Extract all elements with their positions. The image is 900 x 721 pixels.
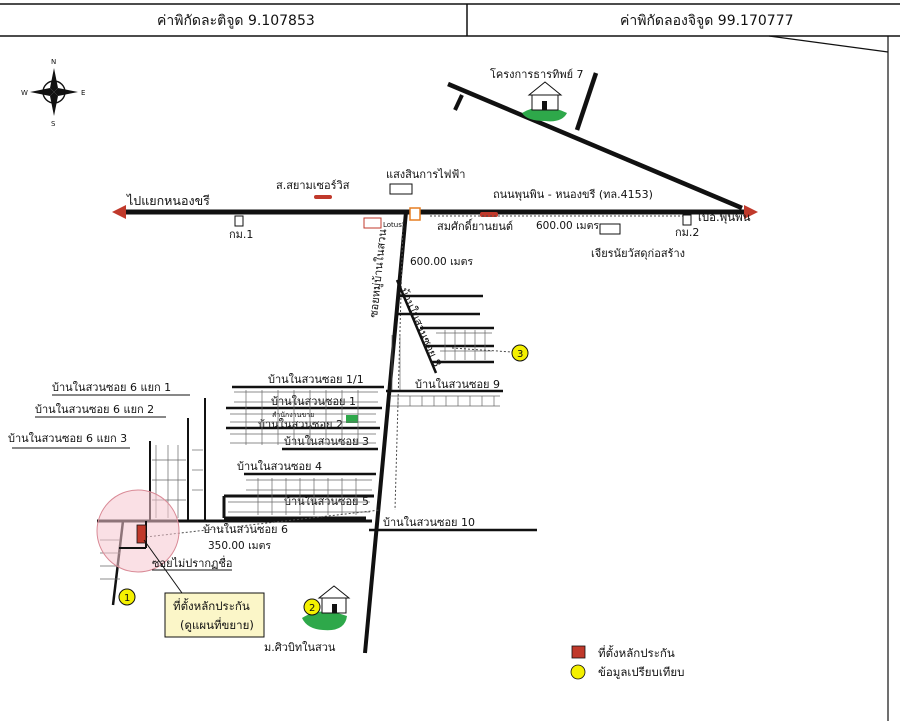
m-village-label: ม.ศิวบิทในสวน	[264, 641, 336, 654]
legend-comparison-label: ข้อมูลเปรียบเทียบ	[598, 665, 684, 679]
to-punpin-label: ไปอ.พุนพิน	[695, 210, 751, 224]
siam-service-label: ส.สยามเซอร์วิส	[276, 179, 350, 192]
somsak-label: สมศักดิ์ยานยนต์	[437, 218, 513, 233]
shop-building-icon	[389, 183, 413, 195]
construction-store-label: เจียรนัยวัสดุก่อสร้าง	[591, 247, 685, 260]
marker-2-label: 2	[309, 603, 315, 614]
sales-office-label: สำนักงานขาย	[272, 411, 314, 419]
road-project7-diagonal	[447, 81, 743, 211]
callout-leader	[143, 539, 183, 594]
road-project7-branch	[574, 72, 599, 131]
soi6-2-label: บ้านในสวนซอย 6 แยก 2	[35, 403, 154, 416]
soi4-label: บ้านในสวนซอย 4	[237, 460, 322, 473]
marker-1-label: 1	[124, 593, 130, 604]
to-nong-khri-label: ไปแยกหนองขรี	[126, 193, 210, 208]
longitude-label: ค่าพิกัดลองจิจูด 99.170777	[620, 13, 794, 29]
marker-3-label: 3	[517, 349, 523, 360]
main-soi-label: ซอยหมู่บ้านในสวน	[367, 228, 389, 318]
house-icon	[522, 81, 567, 122]
house-rows-right	[391, 330, 492, 390]
project7-label: โครงการธารทิพย์ 7	[490, 67, 584, 81]
soi6-3-label: บ้านในสวนซอย 6 แยก 3	[8, 432, 127, 445]
road-project7-stub	[453, 94, 464, 111]
legend-comparison-swatch	[570, 664, 586, 680]
comparison-marker-3: 3	[511, 344, 529, 362]
collateral-callout-box	[164, 592, 265, 638]
soi9-label: บ้านในสวนซอย 9	[415, 378, 500, 391]
car-icon-2	[480, 212, 498, 217]
soi5-label: บ้านในสวนซอย 5	[284, 495, 369, 508]
map-frame-top-ext	[768, 35, 889, 53]
distance-line-350	[145, 509, 381, 538]
soi1-1-label: บ้านในสวนซอย 1/1	[268, 373, 364, 386]
soi10-label: บ้านในสวนซอย 10	[383, 516, 475, 529]
soi3-label: บ้านในสวนซอย 3	[284, 435, 369, 448]
compass-e: E	[81, 89, 85, 97]
km2-marker-icon	[682, 214, 692, 226]
distance-line-soi	[394, 221, 404, 511]
electric-shop-label: แสงสินการไฟฟ้า	[386, 168, 465, 181]
compass-w: W	[21, 89, 28, 97]
soi1-label: บ้านในสวนซอย 1	[271, 395, 356, 408]
legend-collateral-label: ที่ตั้งหลักประกัน	[598, 645, 675, 660]
soi6-1-label: บ้านในสวนซอย 6 แยก 1	[52, 381, 171, 394]
km1-marker-icon	[234, 215, 244, 227]
legend-collateral-swatch	[571, 645, 586, 659]
compass-s: S	[51, 120, 56, 128]
distance-350: 350.00 เมตร	[208, 540, 271, 552]
seven-eleven-icon	[409, 207, 421, 221]
distance-600-soi: 600.00 เมตร	[410, 256, 473, 268]
comparison-marker-1: 1	[118, 588, 136, 606]
main-road-label: ถนนพุนพิน - หนองขรี (ทล.4153)	[493, 188, 653, 201]
compass-rose-icon: N S E W	[21, 58, 85, 128]
lotus-logo-icon	[363, 217, 382, 229]
car-icon	[314, 195, 332, 199]
house-rows-soi9	[390, 395, 500, 407]
compass-n: N	[51, 58, 56, 66]
km2-label: กม.2	[675, 226, 699, 239]
callout-line1: ที่ตั้งหลักประกัน	[173, 598, 250, 613]
unnamed-soi-label: ซอยไม่ปรากฏชื่อ	[152, 555, 233, 570]
comparison-marker-2: 2	[302, 585, 351, 631]
soi2-label: บ้านในสวนซอย 2	[258, 418, 343, 431]
house-rows-left	[228, 390, 378, 515]
store-building-icon	[599, 223, 621, 235]
soi6-label: บ้านในสวนซอย 6	[203, 523, 288, 536]
sales-office-icon	[346, 415, 358, 423]
arrow-right-icon	[744, 205, 758, 219]
arrow-left-icon	[112, 205, 126, 219]
latitude-label: ค่าพิกัดละติจูด 9.107853	[157, 13, 315, 29]
lotus-label: Lotus	[383, 221, 402, 229]
distance-600-main: 600.00 เมตร	[536, 220, 599, 232]
km1-label: กม.1	[229, 228, 253, 241]
collateral-marker-icon	[136, 524, 147, 544]
distance-line-m3	[451, 347, 513, 353]
callout-line2: (ดูแผนที่ขยาย)	[180, 617, 254, 632]
